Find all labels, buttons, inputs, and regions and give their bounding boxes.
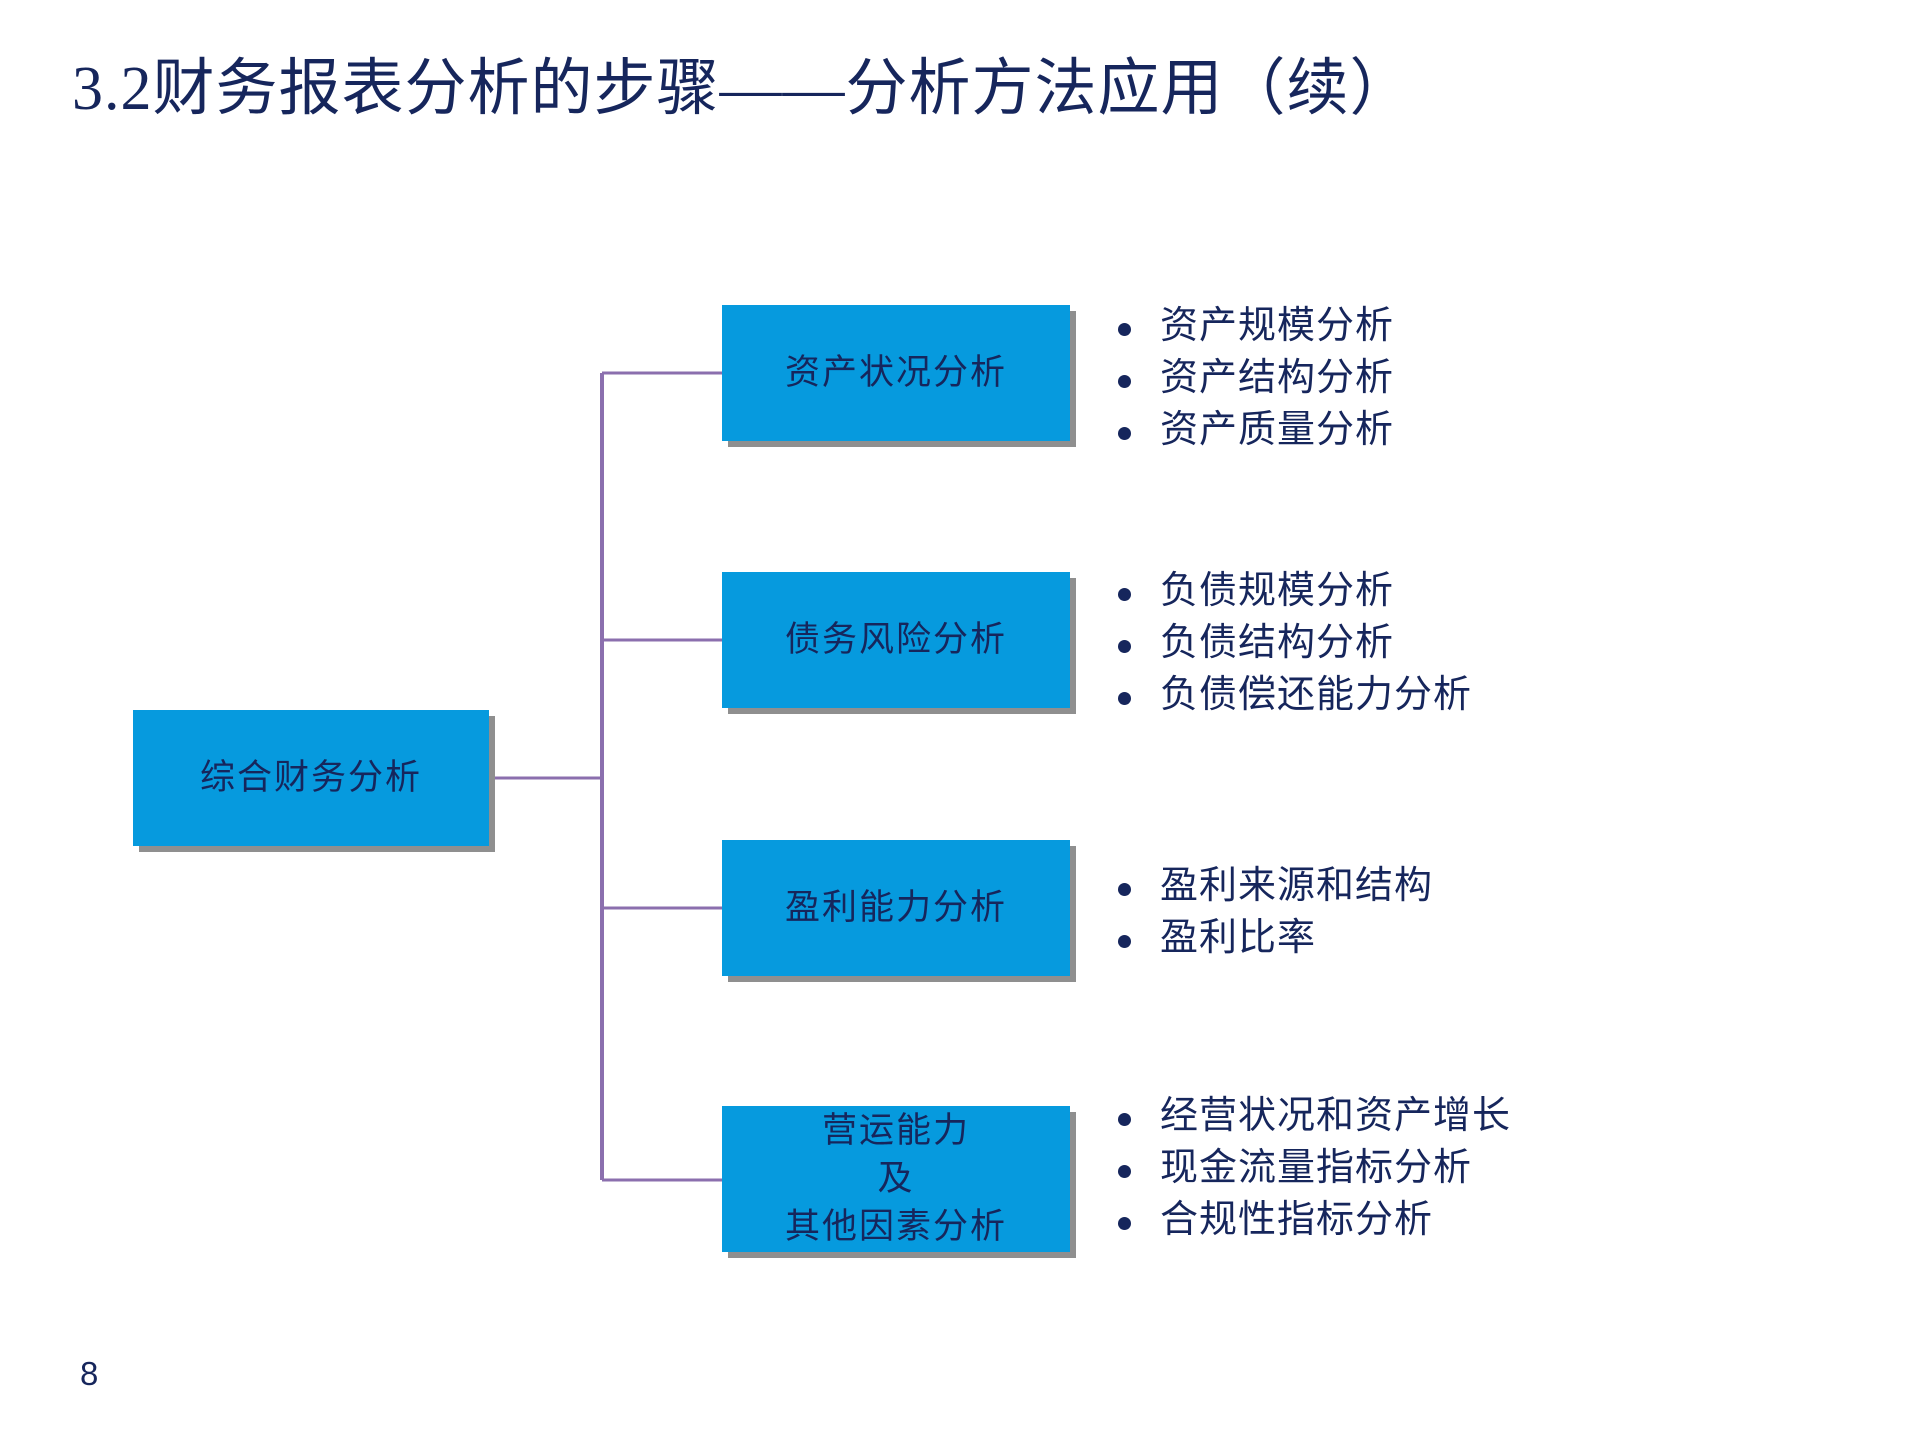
node-label: 盈利能力分析 xyxy=(784,888,1007,927)
bullet-list-profitability: 盈利来源和结构 盈利比率 xyxy=(1104,860,1433,964)
list-item: 盈利来源和结构 xyxy=(1104,860,1433,912)
bullet-list-operating-capacity: 经营状况和资产增长 现金流量指标分析 合规性指标分析 xyxy=(1104,1090,1511,1246)
bullet-list-debt-risk: 负债规模分析 负债结构分析 负债偿还能力分析 xyxy=(1104,565,1472,721)
node-profitability-analysis[interactable]: 盈利能力分析 xyxy=(722,840,1070,976)
list-item: 盈利比率 xyxy=(1104,912,1433,964)
list-item: 资产结构分析 xyxy=(1104,352,1394,404)
list-item: 负债规模分析 xyxy=(1104,565,1472,617)
node-label: 债务风险分析 xyxy=(784,620,1007,659)
list-item: 资产规模分析 xyxy=(1104,300,1394,352)
page-title: 3.2财务报表分析的步骤——分析方法应用（续） xyxy=(72,55,1413,123)
list-item: 现金流量指标分析 xyxy=(1104,1142,1511,1194)
list-item: 负债偿还能力分析 xyxy=(1104,669,1472,721)
list-item: 负债结构分析 xyxy=(1104,617,1472,669)
node-operating-capacity-analysis[interactable]: 营运能力 及 其他因素分析 xyxy=(722,1106,1070,1252)
node-root-label: 综合财务分析 xyxy=(199,758,422,797)
node-debt-risk-analysis[interactable]: 债务风险分析 xyxy=(722,572,1070,708)
node-label: 营运能力 及 其他因素分析 xyxy=(784,1111,1007,1246)
bullet-list-asset-status: 资产规模分析 资产结构分析 资产质量分析 xyxy=(1104,300,1394,456)
node-root[interactable]: 综合财务分析 xyxy=(133,710,489,846)
node-label: 资产状况分析 xyxy=(784,353,1007,392)
list-item: 经营状况和资产增长 xyxy=(1104,1090,1511,1142)
page-number: 8 xyxy=(80,1355,99,1392)
list-item: 合规性指标分析 xyxy=(1104,1194,1511,1246)
list-item: 资产质量分析 xyxy=(1104,404,1394,456)
node-asset-status-analysis[interactable]: 资产状况分析 xyxy=(722,305,1070,441)
